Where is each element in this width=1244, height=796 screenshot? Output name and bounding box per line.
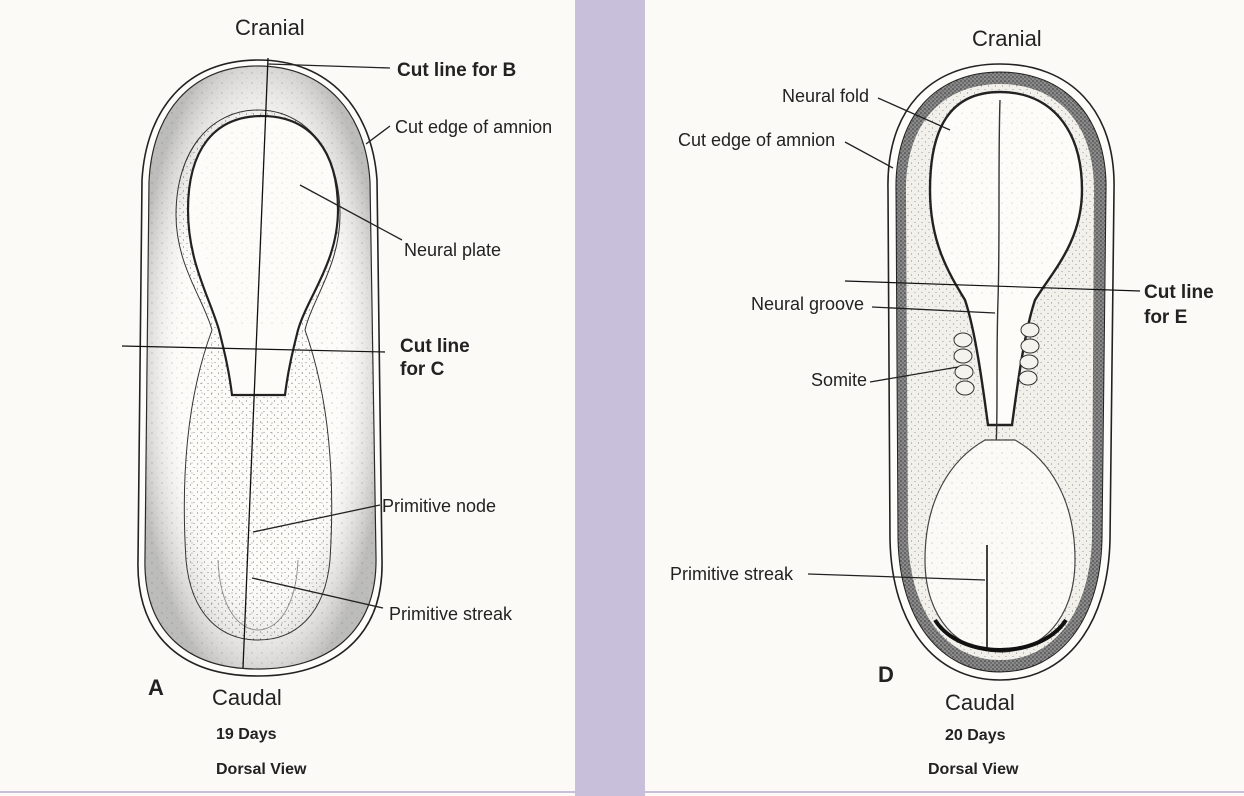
panel-d-cut-line-e-label-1: Cut line — [1144, 282, 1214, 303]
panel-d-primitive-streak-label: Primitive streak — [670, 564, 794, 584]
panel-a-embryo — [121, 57, 403, 677]
panel-d-cranial-label: Cranial — [972, 26, 1042, 51]
panel-d-view-label: Dorsal View — [928, 761, 1019, 778]
panel-d-somite-label: Somite — [811, 370, 867, 390]
panel-d-somites-right — [1018, 322, 1040, 386]
panel-a-letter: A — [148, 675, 164, 700]
panel-a-cut-line-b-label: Cut line for B — [397, 60, 516, 81]
panel-d-cut-line-e — [844, 280, 1141, 292]
panel-a-cut-line-c-label-1: Cut line — [400, 336, 470, 357]
panel-a-age-label: 19 Days — [216, 726, 277, 743]
panel-d-neural-fold-label: Neural fold — [782, 86, 869, 106]
panel-a-amnion-label: Cut edge of amnion — [395, 117, 552, 137]
panel-a-view-label: Dorsal View — [216, 761, 307, 778]
panel-d-age-label: 20 Days — [945, 727, 1006, 744]
panel-a-caudal-label: Caudal — [212, 685, 282, 710]
panel-d-amnion-label: Cut edge of amnion — [678, 130, 835, 150]
panel-a-median-line — [242, 57, 269, 669]
panel-a-cranial-label: Cranial — [235, 15, 305, 40]
panel-a-primitive-streak-label: Primitive streak — [389, 604, 513, 624]
panel-d-somites-left — [953, 332, 975, 396]
panel-d-letter: D — [878, 662, 894, 687]
panel-a-cut-line-c — [121, 345, 386, 353]
panel-d-caudal-label: Caudal — [945, 690, 1015, 715]
panel-a-neural-plate-label: Neural plate — [404, 240, 501, 260]
panel-a-cut-line-c-label-2: for C — [400, 359, 445, 380]
panel-divider — [575, 0, 645, 796]
panel-d-cut-line-e-label-2: for E — [1144, 307, 1187, 328]
panel-d-embryo — [807, 63, 1141, 681]
panel-d-neural-groove-label: Neural groove — [751, 294, 864, 314]
panel-a-primitive-node-label: Primitive node — [382, 496, 496, 516]
